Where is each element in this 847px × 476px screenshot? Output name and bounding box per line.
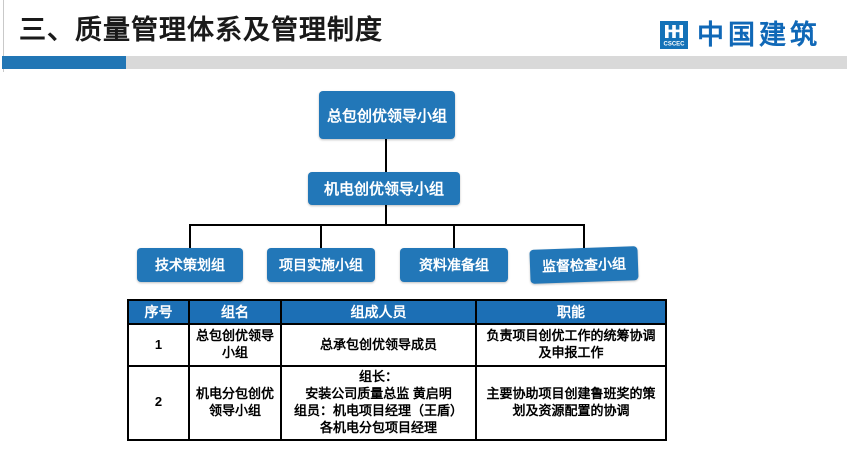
- cscec-logo-icon: CSCEC: [660, 21, 688, 49]
- table-header-row: 序号 组名 组成人员 职能: [127, 299, 667, 325]
- cell-members: 总承包创优领导成员: [280, 323, 477, 367]
- connector-line: [583, 224, 585, 248]
- org-box-level1: 总包创优领导小组: [319, 91, 455, 139]
- org-box-level2: 机电创优领导小组: [308, 172, 460, 205]
- table-header-group: 组名: [188, 299, 282, 325]
- connector-line: [453, 224, 455, 248]
- org-table: 序号 组名 组成人员 职能 1 总包创优领导小组 总承包创优领导成员 负责项目创…: [127, 299, 667, 441]
- org-box-tech-planning: 技术策划组: [137, 248, 243, 282]
- cell-group: 机电分包创优领导小组: [188, 365, 282, 441]
- connector-line: [385, 205, 387, 224]
- svg-text:CSCEC: CSCEC: [663, 42, 685, 48]
- company-logo: CSCEC 中国建筑: [660, 21, 821, 49]
- cell-duty: 主要协助项目创建鲁班奖的策划及资源配置的协调: [475, 365, 667, 441]
- table-header-no: 序号: [127, 299, 190, 325]
- connector-line: [189, 224, 191, 248]
- table-row: 2 机电分包创优领导小组 组长： 安装公司质量总监 黄启明 组员：机电项目经理（…: [127, 365, 667, 441]
- org-box-data-preparation: 资料准备组: [400, 248, 508, 282]
- table-row: 1 总包创优领导小组 总承包创优领导成员 负责项目创优工作的统筹协调及申报工作: [127, 323, 667, 367]
- connector-line: [189, 224, 585, 226]
- company-logo-text: 中国建筑: [697, 20, 821, 50]
- org-box-supervision: 监督检查小组: [529, 246, 639, 284]
- cell-duty: 负责项目创优工作的统筹协调及申报工作: [475, 323, 667, 367]
- connector-line: [385, 139, 387, 172]
- cell-members: 组长： 安装公司质量总监 黄启明 组员：机电项目经理（王盾） 各机电分包项目经理: [280, 365, 477, 441]
- cell-group: 总包创优领导小组: [188, 323, 282, 367]
- cell-no: 2: [127, 365, 190, 441]
- left-edge-divider: [3, 0, 4, 72]
- connector-line: [320, 224, 322, 248]
- table-header-members: 组成人员: [280, 299, 477, 325]
- table-header-duty: 职能: [475, 299, 667, 325]
- cell-no: 1: [127, 323, 190, 367]
- org-box-implementation: 项目实施小组: [267, 248, 375, 282]
- page-title: 三、质量管理体系及管理制度: [19, 15, 383, 45]
- title-underline-gray: [126, 56, 847, 69]
- title-underline-blue: [2, 56, 126, 69]
